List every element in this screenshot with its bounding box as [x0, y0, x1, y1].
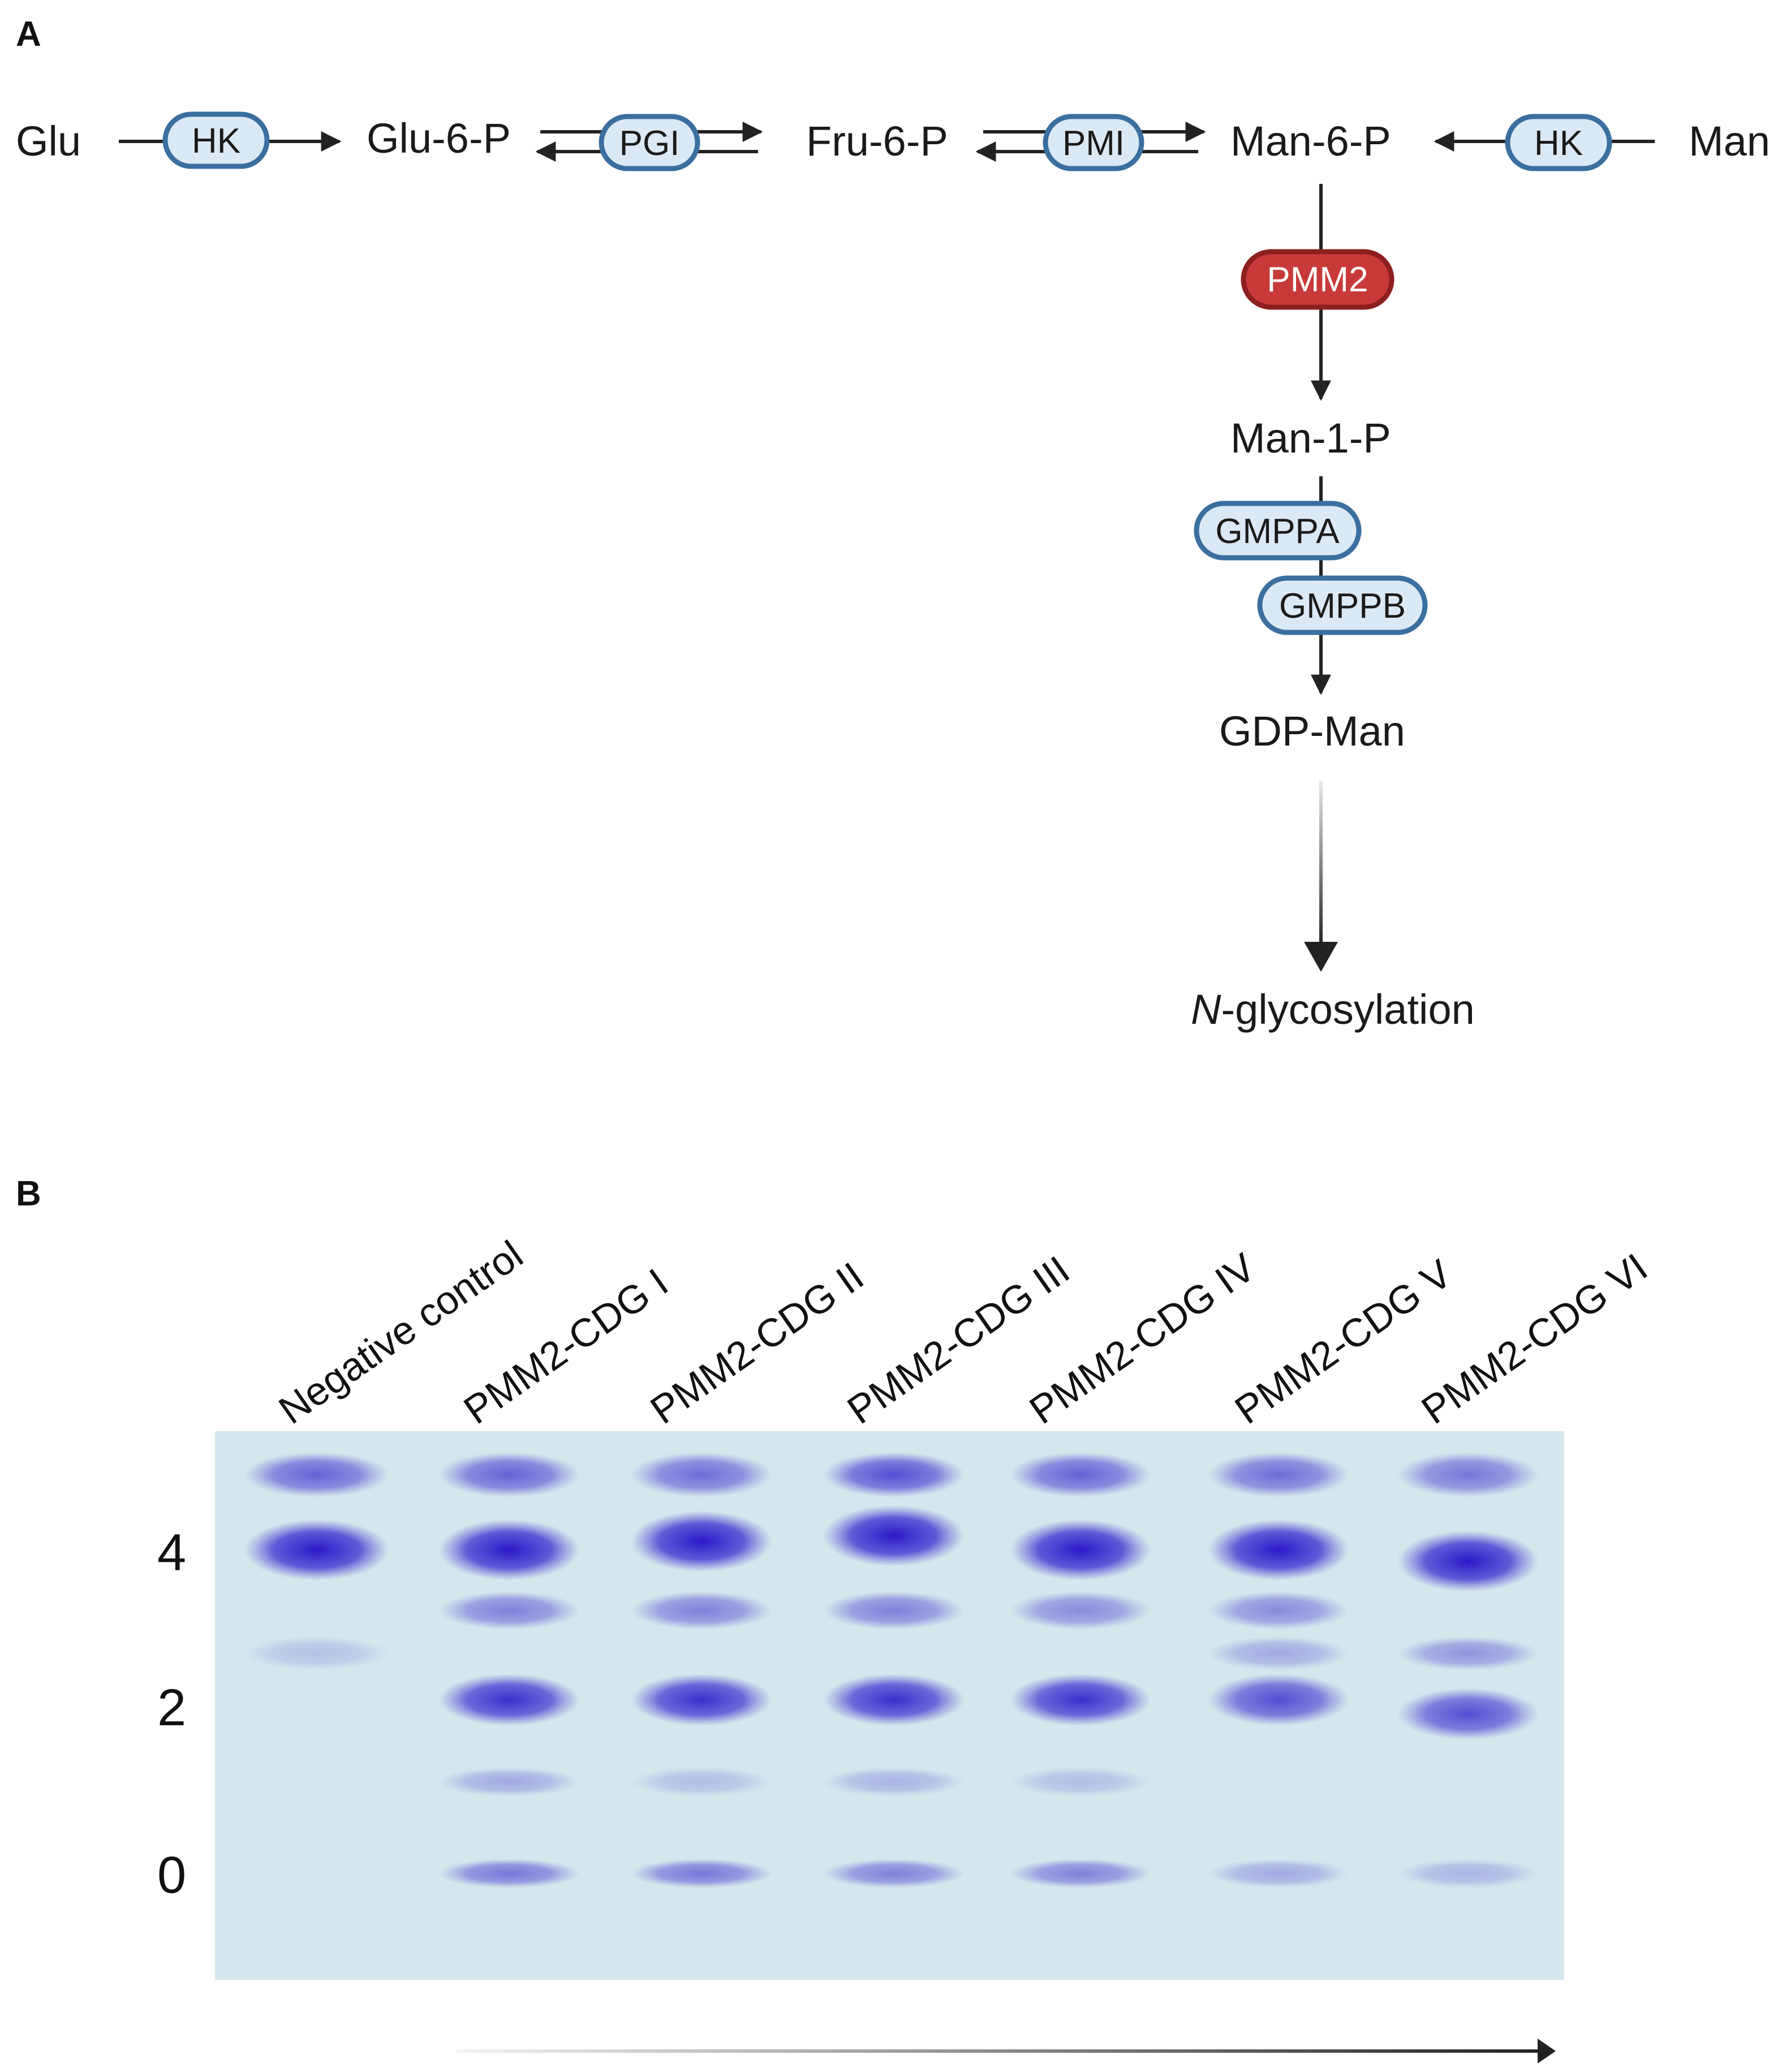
gel-band	[438, 1767, 580, 1797]
gel-band	[1397, 1452, 1539, 1497]
enzyme-gmppb: GMPPB	[1257, 575, 1428, 635]
gel-band	[1010, 1591, 1151, 1630]
gel-band	[1208, 1674, 1349, 1726]
pathway-diagram: Glu Glu-6-P Fru-6-P Man-6-P Man Man-1-P …	[16, 111, 1770, 1033]
gel-band	[631, 1511, 772, 1572]
enzyme-gmppb-label: GMPPB	[1279, 587, 1406, 626]
gel-band	[438, 1452, 580, 1497]
scale-label-0: 0	[157, 1846, 186, 1904]
gel-band	[438, 1519, 580, 1580]
metabolite-gdp-man: GDP-Man	[1219, 708, 1405, 755]
gel-band	[823, 1505, 965, 1566]
gel-band	[1397, 1636, 1539, 1670]
gel-band	[631, 1452, 772, 1497]
gel-figure: Negative control PMM2-CDG I PMM2-CDG II …	[157, 1232, 1655, 2064]
direction-arrow-line	[455, 2049, 1542, 2053]
gel-band	[1208, 1859, 1349, 1888]
panel-a-letter: A	[16, 15, 41, 54]
metabolite-man: Man	[1689, 118, 1770, 165]
gel-band	[438, 1674, 580, 1726]
gel-band	[823, 1674, 965, 1726]
gel-band	[1010, 1519, 1151, 1580]
gel-band	[244, 1452, 389, 1497]
arrow-gdpman-to-nglycosylation-head	[1304, 942, 1338, 972]
gel-band	[1010, 1859, 1151, 1888]
enzyme-hk-right-label: HK	[1534, 124, 1583, 163]
gel-band	[244, 1636, 389, 1670]
enzyme-gmppa-label: GMPPA	[1215, 512, 1340, 551]
enzyme-pmm2: PMM2	[1241, 249, 1394, 310]
gel-band	[1397, 1531, 1539, 1592]
gel-band	[1208, 1636, 1349, 1670]
lane-label-pmm2-cdg-ii: PMM2-CDG II	[643, 1253, 872, 1432]
lane-labels: Negative control PMM2-CDG I PMM2-CDG II …	[271, 1232, 1655, 1432]
enzyme-pgi-label: PGI	[619, 124, 680, 163]
direction-arrow-head	[1538, 2039, 1556, 2064]
gel-band	[1397, 1859, 1539, 1888]
metabolite-fru-6-p: Fru-6-P	[806, 118, 948, 165]
gel-band	[823, 1452, 965, 1497]
gel-band	[823, 1859, 965, 1888]
enzyme-pmm2-label: PMM2	[1267, 260, 1368, 299]
enzyme-gmppa: GMPPA	[1194, 501, 1362, 561]
gel-band	[631, 1591, 772, 1630]
gel-band	[1208, 1519, 1349, 1580]
metabolite-man-1-p: Man-1-P	[1230, 415, 1391, 462]
gel-band	[1208, 1452, 1349, 1497]
scale-label-4: 4	[157, 1524, 186, 1582]
metabolite-man-6-p: Man-6-P	[1230, 118, 1391, 165]
metabolite-n-glycosylation: N-glycosylation	[1191, 986, 1475, 1033]
metabolite-glu: Glu	[16, 118, 81, 165]
arrow-gdpman-to-nglycosylation	[1319, 781, 1323, 947]
lane-label-pmm2-cdg-vi: PMM2-CDG VI	[1414, 1245, 1655, 1433]
gel-band	[823, 1591, 965, 1630]
gel-band	[631, 1859, 772, 1888]
gel-band	[438, 1591, 580, 1630]
gel-band	[1397, 1688, 1539, 1740]
metabolite-glu-6-p: Glu-6-P	[367, 115, 511, 162]
enzyme-hk-right: HK	[1505, 114, 1612, 171]
gel-band	[1010, 1452, 1151, 1497]
gel-bands	[244, 1452, 1539, 1888]
scale-label-2: 2	[157, 1679, 186, 1737]
gel-band	[438, 1859, 580, 1888]
gel-band	[631, 1674, 772, 1726]
gel-band	[1010, 1674, 1151, 1726]
enzyme-pmi: PMI	[1043, 114, 1144, 171]
panel-b-letter: B	[16, 1174, 41, 1213]
gel-band	[631, 1767, 772, 1797]
enzyme-hk-left-label: HK	[192, 122, 240, 161]
enzyme-pmi-label: PMI	[1062, 124, 1125, 163]
enzyme-pgi: PGI	[599, 114, 700, 171]
gel-band	[823, 1767, 965, 1797]
enzyme-hk-left: HK	[162, 111, 270, 169]
gel-band	[1010, 1767, 1151, 1797]
gel-band	[1208, 1591, 1349, 1630]
gel-band	[244, 1519, 389, 1580]
